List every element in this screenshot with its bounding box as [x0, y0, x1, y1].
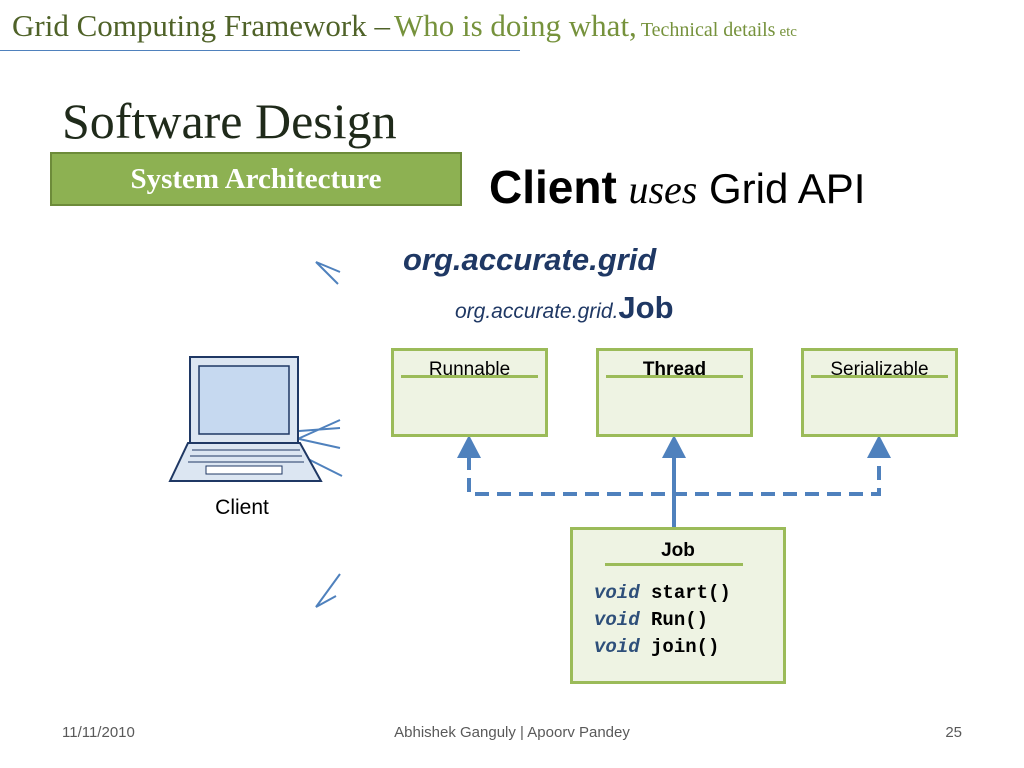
implements-line [467, 456, 881, 496]
method-return-type: void [594, 582, 640, 604]
arrowhead [315, 573, 341, 608]
method-list: void start() void Run() void join() [594, 580, 731, 661]
method-return-type: void [594, 636, 640, 658]
laptop-icon [168, 356, 323, 482]
interface-name: Runnable [428, 359, 511, 380]
uml-divider [605, 563, 743, 566]
implements-arrowhead [867, 435, 891, 458]
inheritance-arrows [457, 435, 891, 528]
interface-serializable: Serializable [801, 348, 958, 437]
slide-header: Grid Computing Framework – Who is doing … [12, 8, 797, 44]
uml-divider [606, 375, 743, 378]
package-name: org.accurate.grid [403, 242, 657, 277]
heading-client: Client [489, 161, 617, 213]
method-return-type: void [594, 609, 640, 631]
class-name: Job [661, 540, 695, 561]
header-details: Technical details [640, 19, 776, 41]
uml-divider [401, 375, 538, 378]
heading-uses: uses [628, 167, 698, 212]
extends-arrowhead [662, 435, 686, 458]
method-run: void Run() [594, 607, 731, 634]
footer-authors: Abhishek Ganguly | Apoorv Pandey [394, 724, 630, 741]
header-etc: etc [779, 24, 797, 40]
class-thread: Thread [596, 348, 753, 437]
implements-arrowhead [457, 435, 481, 458]
header-title: Grid Computing Framework – [12, 8, 390, 43]
method-join: void join() [594, 634, 731, 661]
header-subtitle: Who is doing what, [394, 8, 637, 43]
method-name: Run() [651, 609, 709, 631]
class-job: Job void start() void Run() void join() [570, 527, 786, 684]
package-class-prefix: org.accurate.grid. [455, 300, 619, 323]
method-start: void start() [594, 580, 731, 607]
client-label: Client [215, 496, 269, 519]
arrowhead [315, 261, 341, 285]
slide-title: Software Design [62, 93, 397, 149]
method-name: start() [651, 582, 731, 604]
package-class-name: Job [618, 290, 674, 325]
section-tag: System Architecture [50, 152, 462, 206]
footer-date: 11/11/2010 [62, 724, 135, 741]
uml-divider [811, 375, 948, 378]
side-arrowheads [315, 261, 341, 608]
interface-runnable: Runnable [391, 348, 548, 437]
page-number: 25 [945, 724, 962, 741]
interface-name: Serializable [830, 359, 929, 380]
header-divider [0, 50, 520, 51]
heading-grid-api: Grid API [709, 165, 866, 212]
class-name: Thread [642, 359, 707, 380]
package-class: org.accurate.grid.Job [455, 290, 674, 326]
method-name: join() [651, 636, 720, 658]
diagram-heading: Client uses Grid API [489, 160, 865, 214]
